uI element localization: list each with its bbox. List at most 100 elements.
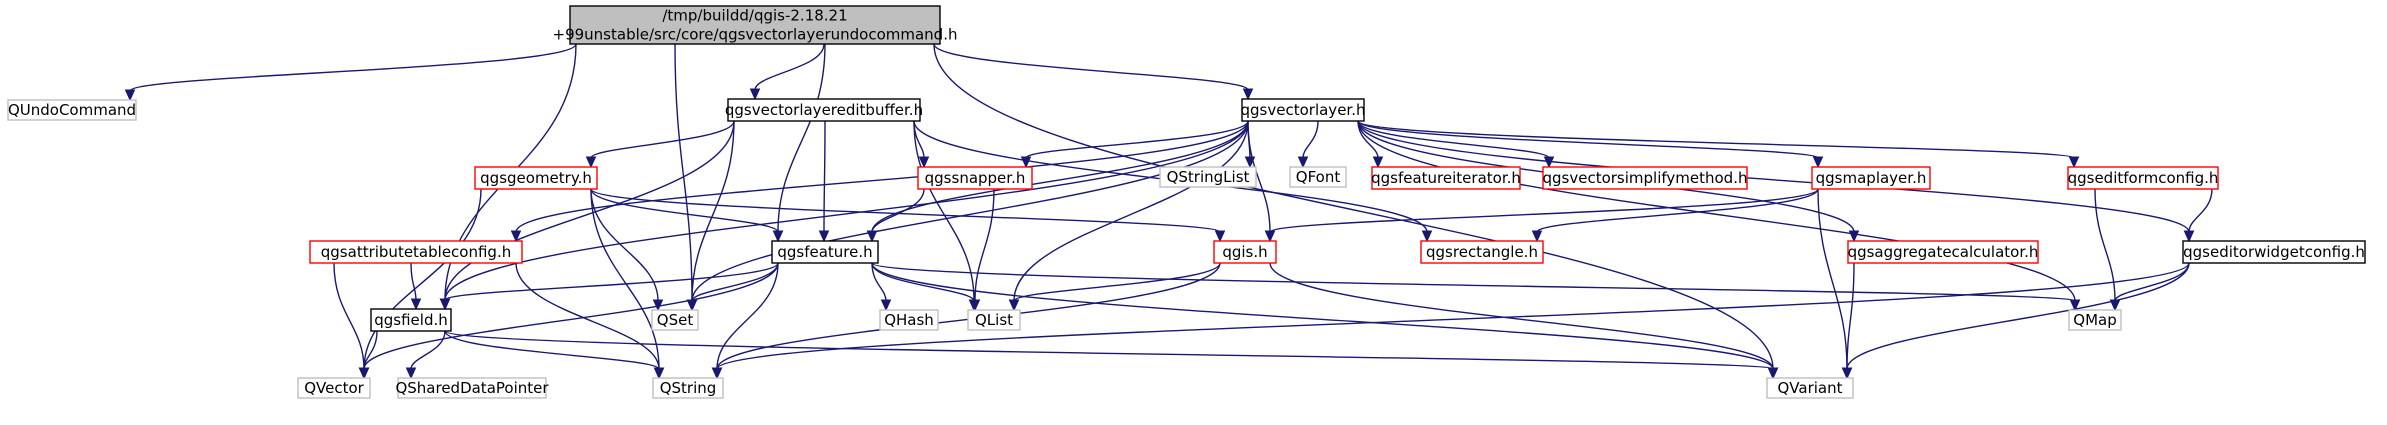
node-box [2068,309,2122,331]
node-label: qgsmaplayer.h [1816,169,1927,187]
edge-line [777,43,826,233]
node-label: QHash [884,311,934,329]
node-qgis[interactable]: qgis.h [1213,240,1277,264]
edge-editbuffer-to-feature [818,120,830,243]
node-box [297,377,371,399]
edge-line [590,120,735,159]
edge-line [410,262,417,301]
edge-line [871,120,1249,233]
edge-line [716,262,779,370]
edge-vectorlayer-to-editformconfig [1357,120,2080,169]
edge-line [1817,188,1848,370]
arrowhead [1848,230,1860,243]
node-label: qgseditformconfig.h [2068,169,2219,187]
arrowhead [880,299,892,312]
edge-field-to-qvariant [444,330,1779,380]
edge-maplayer-to-qgis [1264,188,1819,243]
node-label: QString [660,379,717,397]
arrowhead [686,299,698,312]
edge-line [1013,120,1249,302]
arrowhead [1841,367,1853,380]
edge-field-to-qstring [444,330,665,380]
node-label: QVector [304,379,364,397]
edge-line [363,330,378,370]
edge-line [1269,262,1774,370]
node-feature[interactable]: qgsfeature.h [771,240,879,264]
edge-line [444,330,660,370]
arrowhead [711,367,723,380]
node-label: qgsvectorlayer.h [1241,101,1366,119]
edge-line [515,262,660,370]
edge-maplayer-to-rectangle [1531,188,1819,243]
node-field[interactable]: qgsfield.h [370,308,452,332]
arrowhead [585,156,597,169]
edge-attrtable-to-qvector [333,262,370,380]
node-qfont: QFont [1289,166,1347,188]
edge-line [674,43,693,302]
node-vectorlayer[interactable]: qgsvectorlayer.h [1241,98,1366,122]
node-box [879,309,939,331]
node-editformconfig[interactable]: qgseditformconfig.h [2067,166,2219,190]
node-box [1542,166,1748,190]
node-snapper[interactable]: qgssnapper.h [917,166,1033,190]
node-editbuffer[interactable]: qgsvectorlayereditbuffer.h [725,98,923,122]
edge-line [333,262,365,370]
edge-line [716,262,2190,370]
node-label: qgsaggregatecalculator.h [1848,243,2039,261]
node-box [309,240,523,264]
edge-line [1846,262,1855,370]
node-featureiterator[interactable]: qgsfeatureiterator.h [1371,166,1521,190]
node-label: qgsvectorsimplifymethod.h [1543,169,1748,187]
arrowhead [653,367,665,380]
node-geometry[interactable]: qgsgeometry.h [474,166,598,190]
edge-line [444,120,735,301]
node-attrtable[interactable]: qgsattributetableconfig.h [309,240,523,264]
edge-qgis-to-qlist [1008,262,1221,312]
edge-field-to-qshared [405,330,446,380]
edge-root-to-vectorlayer [933,43,1254,101]
arrowhead [1008,299,1020,312]
edge-line [1025,120,1249,159]
node-label: QStringList [1167,168,1250,186]
node-simplify[interactable]: qgsvectorsimplifymethod.h [1542,166,1748,190]
node-label: qgis.h [1222,243,1267,261]
node-box [1766,377,1854,399]
node-root[interactable]: /tmp/buildd/qgis-2.18.21+99unstable/src/… [553,5,958,45]
arrowhead [1242,88,1254,101]
edge-attrtable-to-field [410,262,422,311]
node-label: QMap [2073,311,2116,329]
arrowhead [1214,230,1226,243]
edge-qgis-to-qstring [711,262,1221,380]
edge-line [444,120,1249,301]
edge-widgetconfig-to-qstring [711,262,2190,380]
arrowhead [2069,299,2081,312]
edge-root-to-editbuffer [749,43,825,101]
node-box [1420,240,1544,264]
edge-line [1536,188,1819,233]
node-box [1241,98,1365,122]
arrowhead [1531,230,1543,243]
node-maplayer[interactable]: qgsmaplayer.h [1811,166,1931,190]
node-label: QUndoCommand [8,101,136,119]
node-qundocommand: QUndoCommand [7,99,137,121]
edge-line [754,43,825,91]
node-rectangle[interactable]: qgsrectangle.h [1420,240,1544,264]
node-label: QList [975,311,1013,329]
edge-line [1357,120,2075,159]
edge-line [691,120,1249,302]
arrowhead [1020,156,1032,169]
arrowhead [818,230,830,243]
node-aggregate[interactable]: qgsaggregatecalculator.h [1847,240,2039,264]
edge-line [1013,262,1221,302]
edge-line [871,262,887,302]
node-box [967,309,1021,331]
node-box [397,377,547,399]
node-box [1811,166,1931,190]
node-widgetconfig[interactable]: qgseditorwidgetconfig.h [2182,240,2366,264]
edge-line [444,262,779,301]
edge-line [363,262,779,370]
edge-line [590,188,779,233]
edge-line [1357,120,1550,159]
node-label: QFont [1296,168,1341,186]
